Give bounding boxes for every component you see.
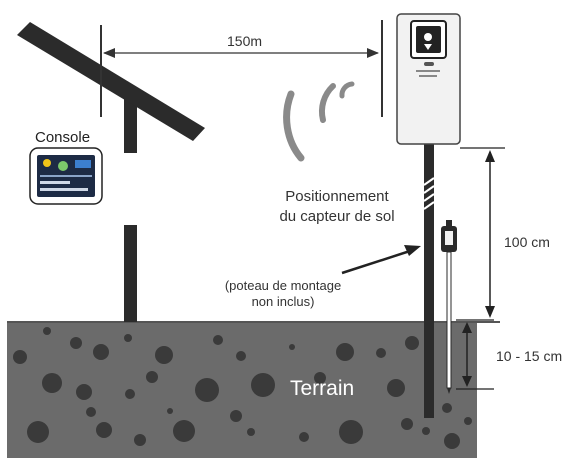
pointer-arrow (341, 245, 421, 275)
weather-station-icon (396, 13, 461, 418)
ground-spots (13, 327, 472, 449)
depth-dimension (456, 319, 494, 390)
height-label: 100 cm (504, 234, 550, 250)
pole-note-line1: (poteau de montage (224, 278, 342, 293)
ground-label: Terrain (290, 377, 355, 400)
signal-waves-icon (283, 81, 355, 162)
distance-measure (100, 20, 383, 117)
sensor-position-line2: du capteur de sol (279, 208, 395, 225)
console-device-icon (29, 147, 103, 205)
soil-sensor-probe-icon (441, 220, 457, 394)
pole-note-label: (poteau de montage non inclus) (218, 278, 348, 310)
solar-panel-icon (17, 22, 205, 322)
sensor-position-line1: Positionnement (285, 188, 389, 205)
console-label: Console (35, 129, 91, 146)
distance-label: 150m (227, 33, 263, 49)
pole-note-line2: non inclus) (251, 294, 315, 309)
depth-label: 10 - 15 cm (496, 348, 563, 364)
sensor-position-label: Positionnement du capteur de sol (262, 187, 412, 227)
height-dimension (460, 147, 505, 318)
